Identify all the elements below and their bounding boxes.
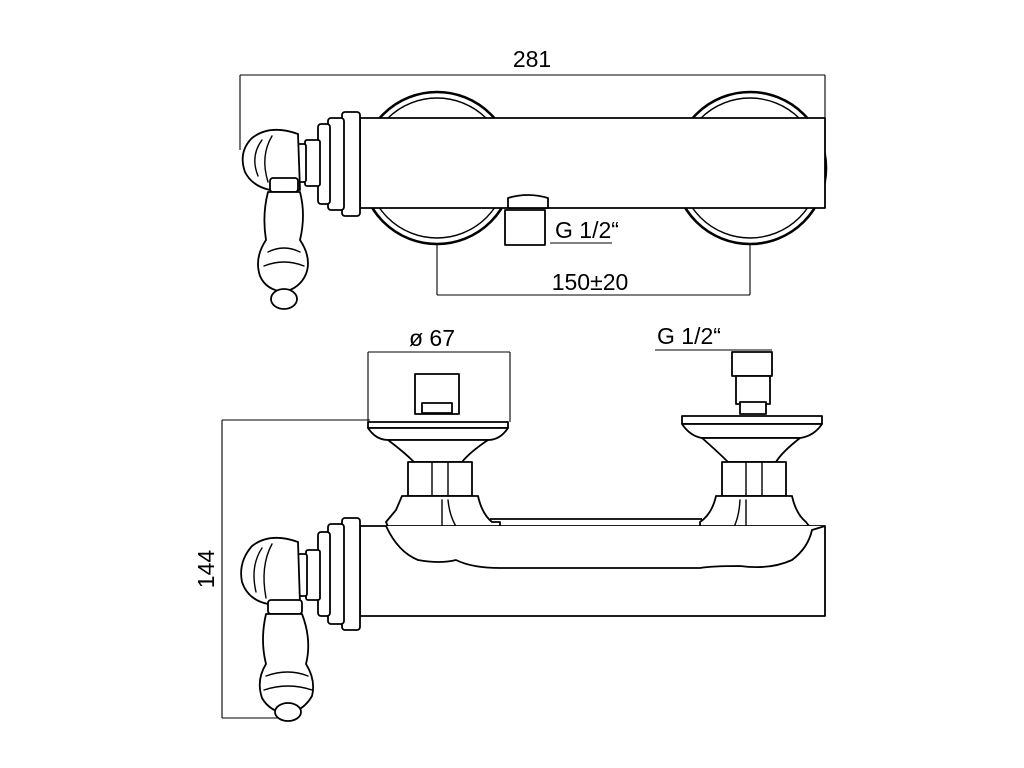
lever-handle-front — [240, 536, 315, 722]
top-view: 281 G 1/2“ 150±20 — [239, 46, 828, 310]
dimension-flange-diameter: ø 67 — [367, 325, 511, 422]
dimension-overall-height: 144 — [193, 419, 370, 719]
dimension-label-flange-diameter: ø 67 — [409, 325, 455, 351]
dimension-label-thread-side: G 1/2“ — [657, 323, 721, 349]
right-eccentric-nut — [721, 461, 787, 497]
lever-handle-top — [241, 128, 309, 310]
dimension-label-connection-spacing: 150±20 — [552, 269, 629, 295]
valve-housing-front — [296, 517, 361, 631]
dimension-thread-side: G 1/2“ — [655, 323, 772, 351]
dimension-label-thread-top: G 1/2“ — [555, 217, 619, 243]
front-view: ø 67 G 1/2“ 144 — [193, 323, 826, 722]
mixer-body-top — [359, 117, 826, 209]
valve-housing-top — [295, 111, 361, 217]
outlet-connector-top — [504, 194, 549, 246]
right-wall-cover — [681, 351, 823, 463]
left-wall-cover — [367, 373, 509, 463]
dimension-thread-top: G 1/2“ — [550, 217, 619, 244]
left-eccentric-nut — [407, 461, 473, 497]
dimension-overall-length: 281 — [239, 46, 826, 150]
dimension-label-overall-height: 144 — [193, 550, 219, 589]
dimension-label-overall-length: 281 — [513, 46, 551, 72]
dimension-connection-spacing: 150±20 — [436, 244, 751, 296]
